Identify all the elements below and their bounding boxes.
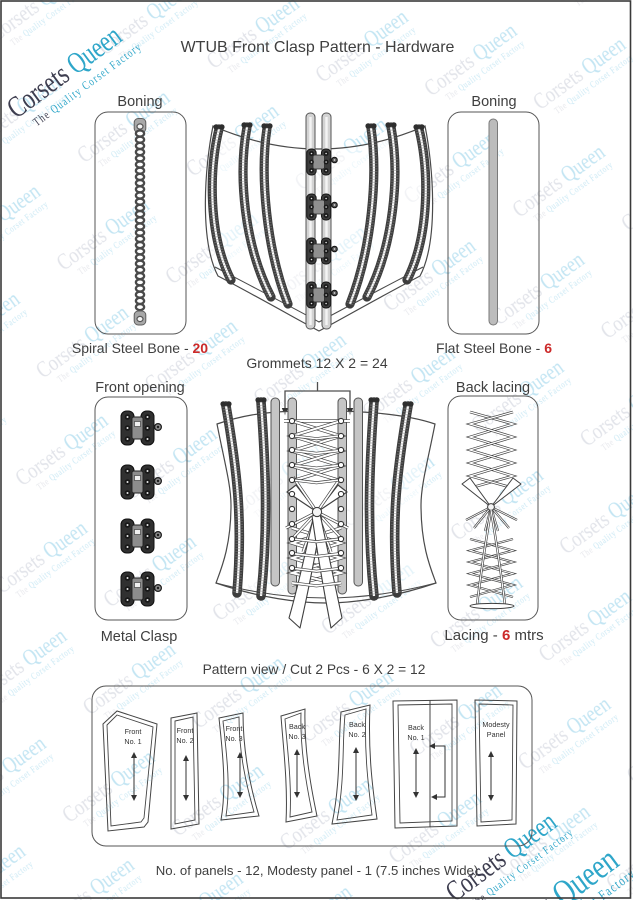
- svg-text:Boning: Boning: [117, 94, 162, 110]
- svg-text:Front: Front: [226, 724, 243, 733]
- svg-text:Panel: Panel: [487, 730, 506, 739]
- svg-text:WTUB Front Clasp Pattern - Har: WTUB Front Clasp Pattern - Hardware: [181, 39, 455, 56]
- svg-text:No. 3: No. 3: [288, 732, 305, 741]
- svg-text:Lacing - 6 mtrs: Lacing - 6 mtrs: [444, 627, 543, 644]
- svg-text:Back lacing: Back lacing: [456, 380, 530, 396]
- svg-text:Back: Back: [349, 720, 365, 729]
- svg-text:No. of panels - 12, Modesty pa: No. of panels - 12, Modesty panel - 1 (7…: [156, 863, 479, 878]
- svg-text:Pattern view / Cut 2 Pcs - 6 X: Pattern view / Cut 2 Pcs - 6 X 2 = 12: [203, 662, 426, 677]
- svg-text:No. 3: No. 3: [225, 734, 242, 743]
- svg-text:Metal Clasp: Metal Clasp: [101, 629, 178, 645]
- svg-text:Flat Steel Bone - 6: Flat Steel Bone - 6: [436, 340, 552, 356]
- svg-text:No. 1: No. 1: [124, 737, 141, 746]
- svg-text:Front opening: Front opening: [95, 380, 184, 396]
- svg-text:No. 2: No. 2: [348, 730, 365, 739]
- svg-text:Back: Back: [408, 723, 424, 732]
- svg-text:Back: Back: [289, 722, 305, 731]
- svg-text:No. 2: No. 2: [176, 736, 193, 745]
- svg-text:Boning: Boning: [471, 94, 516, 110]
- svg-text:Front: Front: [125, 727, 142, 736]
- svg-text:No. 1: No. 1: [407, 733, 424, 742]
- svg-text:Front: Front: [177, 726, 194, 735]
- svg-text:Grommets 12 X 2 = 24: Grommets 12 X 2 = 24: [246, 355, 387, 371]
- svg-text:Modesty: Modesty: [482, 720, 510, 729]
- svg-text:Spiral Steel Bone - 20: Spiral Steel Bone - 20: [72, 340, 208, 356]
